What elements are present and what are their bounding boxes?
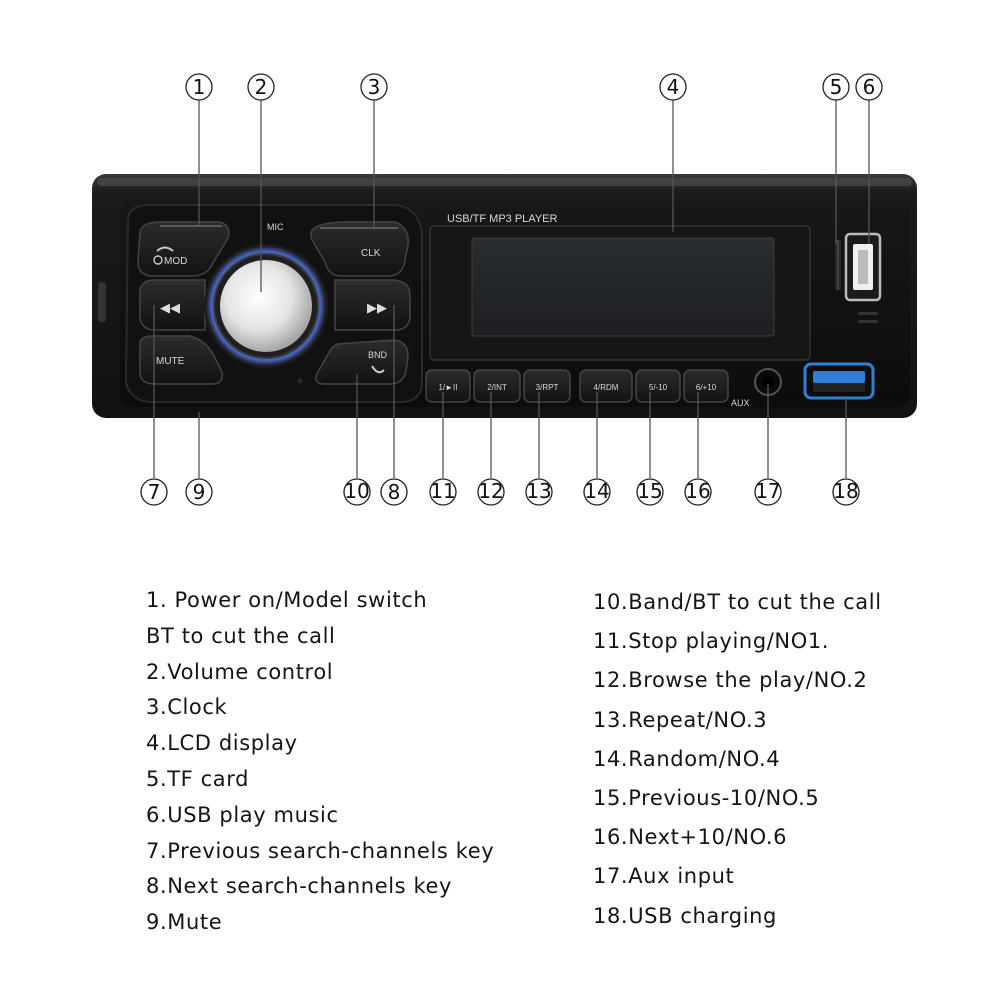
mic-label: MIC [267,222,284,232]
legend-item: 6.USB play music [146,802,339,827]
phone-icon [371,365,385,374]
callout-16: 16 [684,478,712,506]
legend-item: BT to cut the call [146,623,336,648]
preset-button-4[interactable]: 4/RDM [579,369,633,403]
legend-item: 14.Random/NO.4 [593,746,781,771]
svg-text:2: 2 [255,75,268,99]
next-seek-button[interactable]: ▶▶ [334,279,411,331]
device-header: USB/TF MP3 PLAYER [447,213,557,225]
legend-item: 18.USB charging [593,903,777,928]
legend-item: 5.TF card [146,766,250,791]
callout-8: 8 [380,478,408,506]
legend-item: 2.Volume control [146,659,334,684]
mic-hole [297,378,303,384]
legend-left-column: 1. Power on/Model switch BT to cut the c… [146,583,494,941]
svg-text:5: 5 [830,75,843,99]
preset-button-2[interactable]: 2/INT [473,369,521,403]
legend-item: 16.Next+10/NO.6 [593,825,788,850]
usb-charging-port[interactable] [803,362,875,400]
legend-item: 15.Previous-10/NO.5 [593,785,820,810]
svg-text:6/+10: 6/+10 [696,383,717,392]
preset-button-3[interactable]: 3/RPT [523,369,571,403]
callout-3: 3 [360,73,388,101]
svg-text:4/RDM: 4/RDM [594,383,619,392]
svg-text:15: 15 [637,479,662,503]
callout-1: 1 [185,73,213,101]
clock-button[interactable]: CLK [310,221,409,277]
callout-13: 13 [525,478,553,506]
power-mod-button[interactable]: MOD [137,221,230,277]
callout-9: 9 [185,478,213,506]
svg-text:16: 16 [685,479,710,503]
callout-18: 18 [832,478,860,506]
legend-item: 1. Power on/Model switch [146,588,428,612]
svg-text:2/INT: 2/INT [487,383,507,392]
band-button[interactable]: BND [315,339,409,385]
svg-text:1/►II: 1/►II [438,383,457,392]
callout-12: 12 [477,478,505,506]
svg-text:MOD: MOD [164,256,187,267]
svg-text:8: 8 [388,480,401,504]
callout-15: 15 [636,478,664,506]
svg-text:3: 3 [368,75,381,99]
svg-text:MUTE: MUTE [156,356,185,367]
callout-10: 10 [343,478,371,506]
prev-seek-button[interactable]: ◀◀ [139,279,206,331]
aux-jack[interactable]: AUX [731,368,782,408]
svg-text:7: 7 [148,480,161,504]
preset-button-5[interactable]: 5/-10 [635,369,681,403]
svg-text:3/RPT: 3/RPT [536,383,559,392]
svg-text:AUX: AUX [731,398,750,408]
mute-button[interactable]: MUTE [139,335,224,385]
prev-icon: ◀◀ [160,301,180,316]
svg-text:9: 9 [193,480,206,504]
usb-music-port[interactable] [844,232,882,302]
next-icon: ▶▶ [367,301,387,316]
callout-7: 7 [140,478,168,506]
legend-item: 10.Band/BT to cut the call [593,590,882,614]
phone-icon [156,246,174,252]
svg-text:CLK: CLK [361,248,381,259]
svg-text:14: 14 [584,479,609,503]
svg-text:1: 1 [193,75,206,99]
callout-6: 6 [855,73,883,101]
callout-5: 5 [822,73,850,101]
svg-text:6: 6 [863,75,876,99]
callout-4: 4 [659,73,687,101]
svg-text:17: 17 [755,479,780,503]
legend-item: 11.Stop playing/NO1. [593,629,830,654]
callout-leader-lines [153,100,870,478]
speaker-grille [858,312,878,323]
svg-text:12: 12 [478,479,503,503]
svg-text:11: 11 [430,479,455,503]
legend-item: 3.Clock [146,695,228,720]
legend-item: 13.Repeat/NO.3 [593,707,768,732]
callout-17: 17 [754,478,782,506]
legend-item: 8.Next search-channels key [146,874,453,899]
legend-item: 4.LCD display [146,731,298,756]
legend-item: 12.Browse the play/NO.2 [593,668,868,693]
volume-knob[interactable] [204,244,328,368]
power-icon [153,255,163,265]
svg-text:18: 18 [833,479,858,503]
legend-item: 7.Previous search-channels key [146,838,495,863]
svg-text:10: 10 [344,479,369,503]
preset-button-1[interactable]: 1/►II [425,369,471,403]
callout-11: 11 [429,478,457,506]
svg-text:4: 4 [667,75,680,99]
legend-right-column: 10.Band/BT to cut the call 11.Stop playi… [593,583,882,936]
car-radio-diagram: MOD MIC CLK ◀◀ ▶▶ MUTE BND USB/TF MP3 PL… [92,73,917,506]
legend-item: 9.Mute [146,910,223,935]
svg-text:5/-10: 5/-10 [649,383,668,392]
callout-2: 2 [247,73,275,101]
preset-button-6[interactable]: 6/+10 [683,369,729,403]
svg-text:13: 13 [526,479,551,503]
callout-14: 14 [583,478,611,506]
lcd-display [429,225,811,361]
legend-item: 17.Aux input [593,864,735,889]
svg-text:BND: BND [368,350,388,360]
